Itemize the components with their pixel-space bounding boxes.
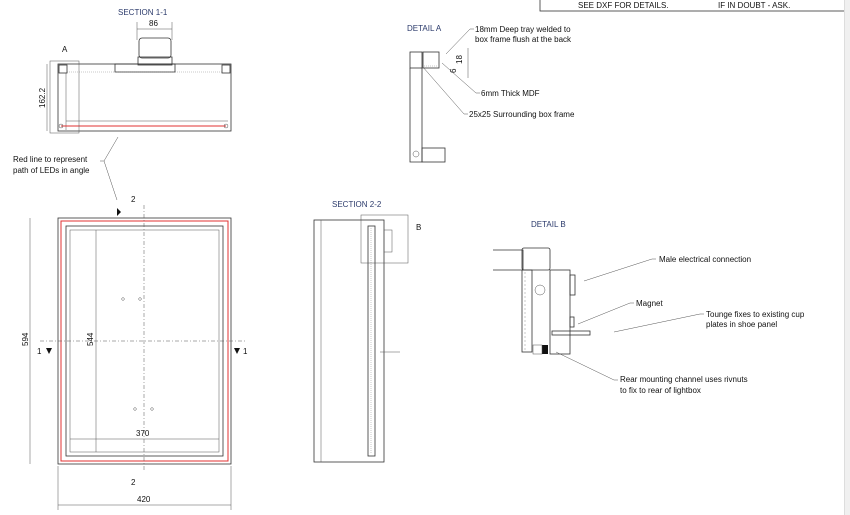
- section-mark-2-top: 2: [131, 195, 136, 204]
- section-1-1-title: SECTION 1-1: [118, 8, 168, 17]
- detail-a-view: DETAIL A 18mm Deep tray welded to box fr…: [407, 24, 575, 163]
- detail-a-marker: A: [62, 45, 68, 54]
- dim-420: 420: [137, 495, 151, 504]
- detail-a-tray-note-1: 18mm Deep tray welded to: [475, 25, 571, 34]
- detail-a-frame-note: 25x25 Surrounding box frame: [469, 110, 575, 119]
- led-path-note: Red line to represent path of LEDs in an…: [13, 136, 119, 201]
- dim-370: 370: [136, 429, 150, 438]
- led-note-line2: path of LEDs in angle: [13, 166, 90, 175]
- detail-a-tray-note-2: box frame flush at the back: [475, 35, 572, 44]
- detail-b-marker: B: [416, 223, 421, 232]
- detail-a-mdf-note: 6mm Thick MDF: [481, 89, 540, 98]
- vertical-scrollbar[interactable]: [844, 0, 850, 515]
- detail-b-view: DETAIL B Male electrical connection Magn…: [493, 220, 805, 395]
- dim-162-2: 162.2: [38, 87, 47, 108]
- led-note-line1: Red line to represent: [13, 155, 88, 164]
- section-mark-1-right: 1: [243, 347, 248, 356]
- dim-18: 18: [455, 55, 464, 64]
- section-2-2-title: SECTION 2-2: [332, 200, 382, 209]
- detail-b-tongue-note-1: Tounge fixes to existing cup: [706, 310, 805, 319]
- section-2-2-view: SECTION 2-2 B: [313, 200, 421, 463]
- detail-b-rear-note-2: to fix to rear of lightbox: [620, 386, 701, 395]
- section-mark-2-bottom: 2: [131, 478, 136, 487]
- detail-b-tongue-note-2: plates in shoe panel: [706, 320, 777, 329]
- section-mark-1-left: 1: [37, 347, 42, 356]
- detail-b-male-note: Male electrical connection: [659, 255, 751, 264]
- detail-a-title: DETAIL A: [407, 24, 442, 33]
- section-1-1-view: SECTION 1-1 86 A 162.2: [38, 8, 232, 134]
- dim-544: 544: [86, 332, 95, 346]
- banner-left-text: SEE DXF FOR DETAILS.: [578, 1, 669, 10]
- dim-86: 86: [149, 19, 158, 28]
- detail-b-rear-note-1: Rear mounting channel uses rivnuts: [620, 375, 748, 384]
- banner-right-text: IF IN DOUBT - ASK.: [718, 1, 790, 10]
- front-view: 544 370 594 420 2 2 1 1: [21, 195, 248, 510]
- dim-6: 6: [449, 68, 458, 73]
- detail-b-magnet-note: Magnet: [636, 299, 663, 308]
- dim-594: 594: [21, 332, 30, 346]
- title-block-banner: SEE DXF FOR DETAILS. IF IN DOUBT - ASK.: [539, 0, 850, 12]
- detail-b-title: DETAIL B: [531, 220, 566, 229]
